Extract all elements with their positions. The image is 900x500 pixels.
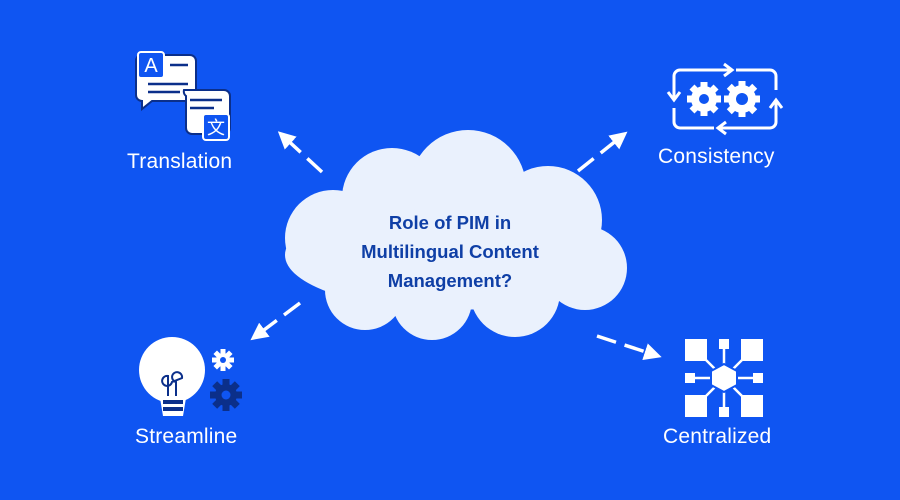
center-line-2: Multilingual Content [361,241,539,262]
glyph-a: A [144,55,158,77]
center-line-1: Role of PIM in [388,212,512,233]
arrow-to-centralized [596,334,662,361]
arrow-to-consistency [576,131,628,173]
hub-network-icon [685,339,763,417]
translation-icon: A 文 [135,51,231,141]
translation-label: Translation [127,150,233,173]
centralized-label: Centralized [663,425,772,448]
cloud-shape [285,130,627,340]
gears-cycle-icon [666,62,784,136]
arrow-to-streamline [250,301,302,341]
consistency-label: Consistency [658,145,775,168]
center-question: Role of PIM in Multilingual Content Mana… [300,208,600,295]
glyph-wen: 文 [207,118,225,139]
lightbulb-gears-icon [139,337,242,416]
arrow-to-translation [277,131,324,174]
center-line-3: Management? [387,270,513,291]
streamline-label: Streamline [135,425,238,448]
